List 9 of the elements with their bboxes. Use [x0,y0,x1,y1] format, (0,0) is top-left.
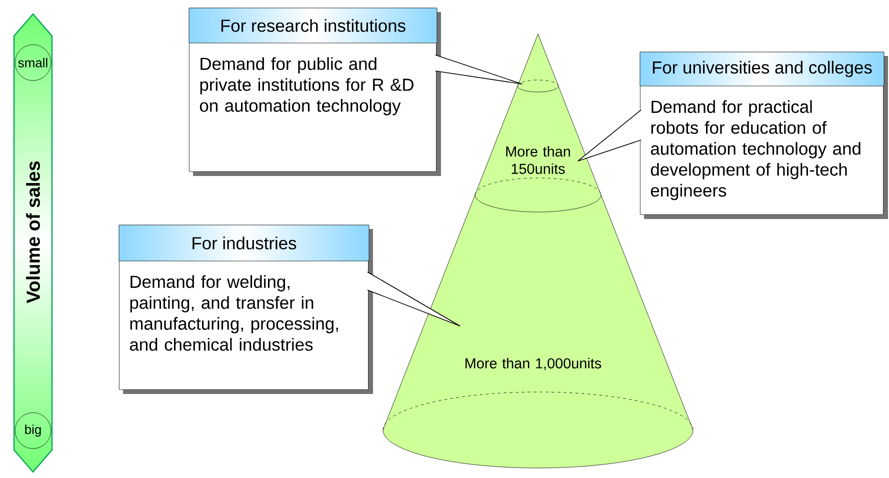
cone-band: More than 150units [475,86,601,212]
callout-pointer [578,110,642,162]
callout-pointer [435,54,522,84]
callout-box: For industries Demand for welding, painting, and transfer in manufacturing, processing, and chemical industries [118,224,373,394]
cone-band [518,34,558,92]
callout-box: For research institutions Demand for public and private institutions for R &D on automation technology [188,8,441,176]
node-label: More than 150units [506,146,570,174]
callout-box: For universities and colleges Demand for practical robots for education of automation technology and development of high-tech engineers [640,52,888,219]
callout-pointer [367,272,460,326]
